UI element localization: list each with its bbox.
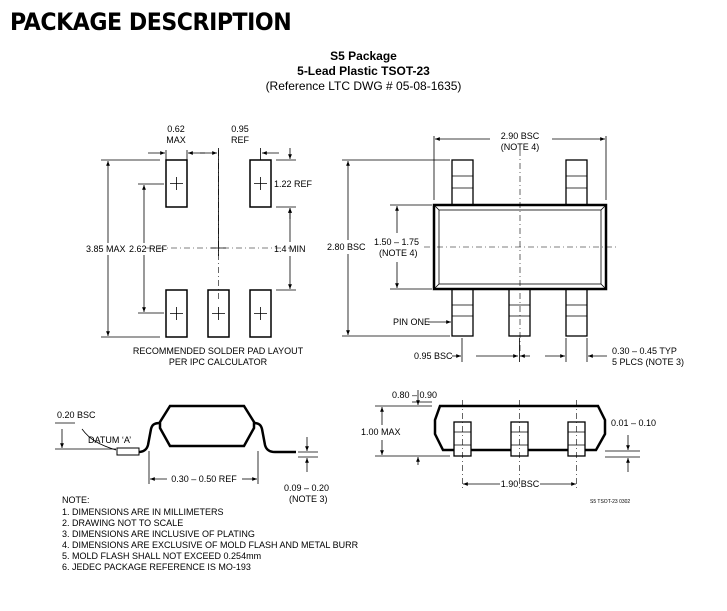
overall-length-label: 3.85 MAX xyxy=(86,244,126,254)
pad-pitch-label: 0.95 xyxy=(231,124,249,134)
top-view: 2.90 BSC (NOTE 4) 2.80 BSC 1.50 – 1.75 (… xyxy=(327,131,684,367)
solder-pad xyxy=(249,289,272,338)
note-item: 3. DIMENSIONS ARE INCLUSIVE OF PLATING xyxy=(62,529,255,539)
package-description: 5-Lead Plastic TSOT-23 xyxy=(297,64,430,78)
overall-span-label: 2.80 BSC xyxy=(327,242,366,252)
note-item: 1. DIMENSIONS ARE IN MILLIMETERS xyxy=(62,507,224,517)
page-title: PACKAGE DESCRIPTION xyxy=(10,8,292,36)
body-width-note: (NOTE 4) xyxy=(501,142,540,152)
solder-pad xyxy=(165,289,188,338)
package-lead xyxy=(565,288,588,337)
note-item: 6. JEDEC PACKAGE REFERENCE IS MO-193 xyxy=(62,562,251,572)
gauge-plane-label: 0.20 BSC xyxy=(57,410,96,420)
lead-thickness-note: (NOTE 3) xyxy=(289,494,328,504)
side-view: 0.20 BSC DATUM ‘A’ 0.30 – 0.50 REF 0.09 … xyxy=(55,404,329,504)
max-height-label: 1.00 MAX xyxy=(361,427,401,437)
lead-width-label: 0.30 – 0.45 TYP xyxy=(612,346,677,356)
pin-one-label: PIN ONE xyxy=(393,317,430,327)
lead-span-label: 1.90 BSC xyxy=(501,479,540,489)
pad-span-label: 2.62 REF xyxy=(129,244,168,254)
package-lead xyxy=(508,288,531,337)
pad-width-label: 0.62 xyxy=(167,124,185,134)
solder-pad-layout: 0.62 MAX 0.95 REF 1.22 REF 3.85 MAX 2.62… xyxy=(86,124,313,367)
notes-header: NOTE: xyxy=(62,495,90,505)
pad-pitch-sub: REF xyxy=(231,135,250,145)
note-item: 2. DRAWING NOT TO SCALE xyxy=(62,518,183,528)
package-lead xyxy=(451,159,474,206)
side-body xyxy=(158,404,256,448)
pad-length-label: 1.22 REF xyxy=(274,179,313,189)
body-height-note: (NOTE 4) xyxy=(379,248,418,258)
end-view: 0.80 – 0.90 1.00 MAX 0.01 – 0.10 1.90 BS… xyxy=(361,390,656,505)
package-lead xyxy=(451,288,474,337)
solder-pad xyxy=(165,159,188,208)
pad-layout-caption: RECOMMENDED SOLDER PAD LAYOUT xyxy=(133,346,304,356)
standoff-label: 0.01 – 0.10 xyxy=(611,418,656,428)
body-width-label: 2.90 BSC xyxy=(501,131,540,141)
pad-layout-caption-2: PER IPC CALCULATOR xyxy=(169,357,268,367)
reference-drawing: (Reference LTC DWG # 05-08-1635) xyxy=(265,79,462,93)
lead-pitch-label: 0.95 BSC xyxy=(414,351,453,361)
datum-label: DATUM ‘A’ xyxy=(88,435,131,445)
drawing-id: S5 TSOT-23 0302 xyxy=(590,499,630,505)
package-name: S5 Package xyxy=(330,49,397,63)
package-lead xyxy=(565,159,588,206)
lead-thickness-label: 0.09 – 0.20 xyxy=(284,483,329,493)
note-item: 4. DIMENSIONS ARE EXCLUSIVE OF MOLD FLAS… xyxy=(62,540,359,550)
pad-width-sub: MAX xyxy=(166,135,186,145)
note-item: 5. MOLD FLASH SHALL NOT EXCEED 0.254mm xyxy=(62,551,261,561)
lead-width-note: 5 PLCS (NOTE 3) xyxy=(612,357,684,367)
body-height-label: 1.50 – 1.75 xyxy=(374,237,419,247)
lead-length-label: 0.30 – 0.50 REF xyxy=(171,474,237,484)
pad-gap-label: 1.4 MIN xyxy=(274,244,306,254)
notes-block: NOTE: 1. DIMENSIONS ARE IN MILLIMETERS 2… xyxy=(62,495,359,572)
standoff-height-label: 0.80 – 0.90 xyxy=(392,390,437,400)
